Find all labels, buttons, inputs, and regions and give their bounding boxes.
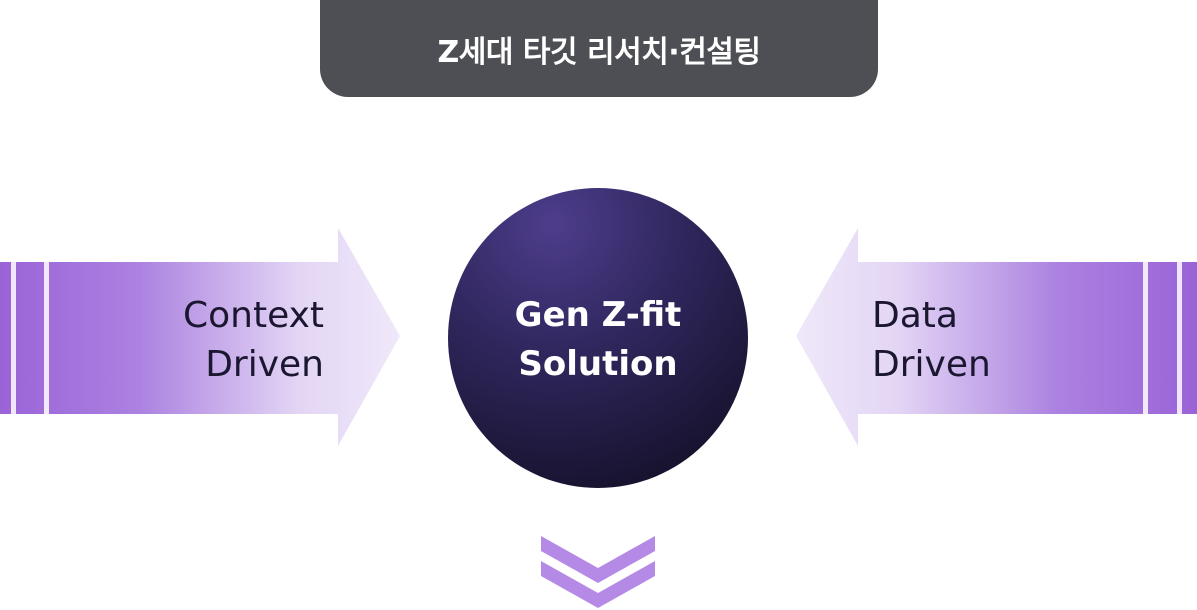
page-title: Z세대 타깃 리서치·컨설팅 — [437, 34, 761, 70]
left-stripe — [11, 250, 16, 423]
center-circle — [448, 188, 748, 488]
left-arrow-body — [0, 228, 400, 446]
solution-line2: Solution — [518, 344, 678, 384]
chevron-down-icon — [541, 561, 655, 608]
data-driven-line2: Driven — [872, 344, 991, 385]
context-driven-line2: Driven — [205, 344, 324, 385]
left-stripe — [44, 250, 49, 423]
context-driven-label: Context Driven — [183, 291, 324, 389]
right-arrow-body — [796, 228, 1197, 446]
data-driven-line1: Data — [872, 295, 958, 336]
left-arrow — [0, 228, 400, 446]
right-arrow — [796, 228, 1197, 446]
chevron-down-icon — [541, 536, 655, 583]
title-banner: Z세대 타깃 리서치·컨설팅 — [320, 0, 878, 97]
context-driven-line1: Context — [182, 295, 324, 336]
double-chevron-down-icon — [541, 536, 655, 608]
solution-line1: Gen Z-fit — [514, 295, 682, 335]
data-driven-label: Data Driven — [872, 291, 991, 389]
right-stripe — [1177, 250, 1182, 423]
solution-label: Gen Z-fit Solution — [448, 291, 748, 389]
right-stripe — [1143, 250, 1148, 423]
